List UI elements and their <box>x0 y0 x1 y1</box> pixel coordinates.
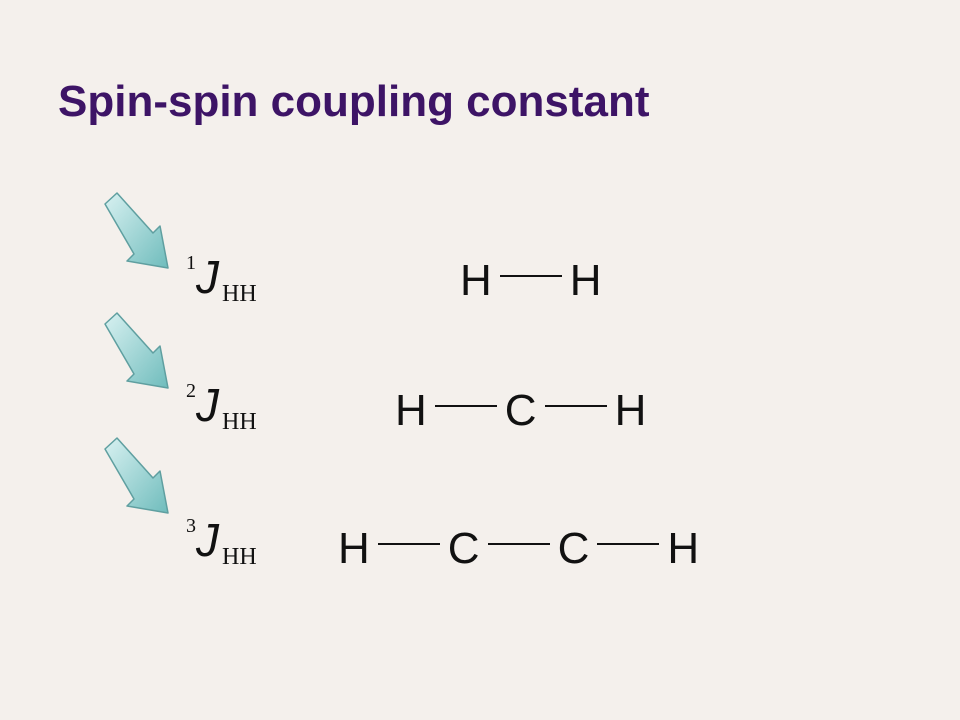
row-3-atom-3: C <box>557 524 590 573</box>
row-3-arrow-icon <box>104 437 169 514</box>
row-3-bond-2 <box>487 543 550 545</box>
row-2-bond-2 <box>544 405 607 407</box>
row-1-coupling-label: 1 J HH <box>186 252 306 312</box>
row-1-atom-1: H <box>460 256 492 305</box>
row-3-coupling-symbol: J <box>196 514 219 566</box>
row-3-coupling-order: 3 <box>186 515 196 537</box>
row-2-molecule: H C H <box>395 386 646 436</box>
row-2-atom-2: C <box>504 386 537 435</box>
slide-title: Spin-spin coupling constant <box>58 77 650 126</box>
row-2-atom-1: H <box>395 386 427 435</box>
row-1-arrow-icon <box>104 192 169 269</box>
row-2-arrow-icon <box>104 312 169 389</box>
row-3-bond-1 <box>377 543 440 545</box>
row-3-atom-2: C <box>447 524 480 573</box>
row-2-bond-1 <box>434 405 497 407</box>
row-1-atom-2: H <box>569 256 602 305</box>
row-3-atom-4: H <box>667 524 700 573</box>
row-3-molecule: H C C H <box>338 524 699 574</box>
row-1-bond-1 <box>499 275 562 277</box>
row-2-coupling-order: 2 <box>186 380 196 402</box>
row-3-coupling-label: 3 J HH <box>186 515 306 575</box>
row-3-coupling-subscript: HH <box>222 544 257 570</box>
row-2-atom-3: H <box>614 386 647 435</box>
row-3-bond-3 <box>597 543 660 545</box>
row-2-coupling-subscript: HH <box>222 409 257 435</box>
row-3-atom-1: H <box>338 524 370 573</box>
row-1-coupling-order: 1 <box>186 252 196 274</box>
row-1-molecule: H H <box>460 256 602 306</box>
row-1-coupling-symbol: J <box>196 251 219 303</box>
row-2-coupling-label: 2 J HH <box>186 380 306 440</box>
row-2-coupling-symbol: J <box>196 379 219 431</box>
row-1-coupling-subscript: HH <box>222 281 257 307</box>
